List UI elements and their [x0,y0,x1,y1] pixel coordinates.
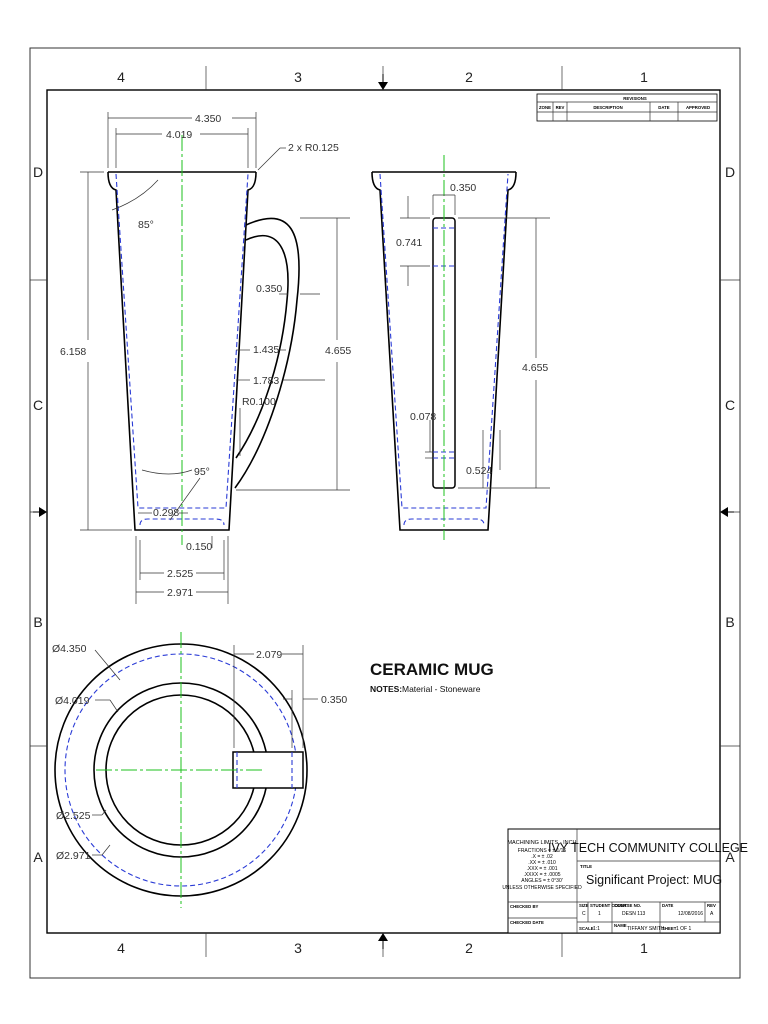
limit-x: .X = ± .02 [531,854,553,860]
dim-side-top-offset: 0.741 [396,237,422,249]
side-view-dimension-lines [400,194,550,489]
zone-col-bottom-2: 3 [294,940,302,956]
checked-date-label: CHECKED DATE [510,920,544,925]
dim-angle-bottom: 95° [194,466,210,478]
dim-handle-thickness: 0.350 [256,283,282,295]
dim-side-handle-width: 0.350 [450,182,476,194]
dim-top-inner-rim: Ø4.019 [55,695,90,707]
dim-top-inner-base: Ø2.525 [56,810,91,822]
dim-height: 6.158 [60,346,86,358]
zone-row-right-c: C [725,397,735,413]
dim-side-bottom-offset: 0.524 [466,465,492,477]
name-value: TIFFANY SMITH [627,926,665,932]
zone-row-left-c: C [33,397,43,413]
limit-xxxx: .XXXX = ± .0005 [523,872,560,878]
zone-row-left-d: D [33,164,43,180]
revisions-title: REVISIONS [623,96,647,101]
size-label: SIZE [579,903,589,908]
title-label: TITLE [580,864,592,869]
scale-label: SCALE [579,926,594,931]
top-view-dimension-lines [92,645,318,856]
centering-arrows [33,74,734,949]
dim-top-outer-base: Ø2.971 [56,850,91,862]
dim-handle-inner: 1.435 [253,344,279,356]
angle-arc-bottom [141,469,193,475]
dim-top-outer: 4.350 [195,113,221,125]
zone-col-top-1: 4 [117,69,125,85]
dim-top-outer-rim: Ø4.350 [52,643,87,655]
zone-row-right-b: B [725,614,734,630]
dim-angle-top: 85° [138,219,154,231]
angle-arc-top [111,179,159,211]
front-view-dimension-lines [80,112,350,604]
zone-col-top-4: 1 [640,69,648,85]
dim-base-wall: 0.298 [153,507,179,519]
dim-top-handle-reach: 2.079 [256,649,282,661]
date-value: 12/08/2016 [678,911,703,917]
handle-inner-curve [235,234,289,459]
student-count-value: 1 [598,911,601,917]
rev-label: REV [707,903,716,908]
checked-by-label: CHECKED BY [510,904,539,909]
zone-col-bottom-3: 2 [465,940,473,956]
drawing-title: Significant Project: MUG [586,873,722,887]
zone-row-left-a: A [33,849,43,865]
side-view: 0.350 0.741 4.655 0.078 0.524 [371,155,550,540]
dim-side-bottom-gap: 0.078 [410,411,436,423]
front-view-hidden-base [139,518,225,526]
name-label: NAME [614,923,627,928]
revisions-header-date: DATE [658,105,670,110]
limit-unless: UNLESS OTHERWISE SPECIFIED [502,885,582,891]
zone-col-bottom-1: 4 [117,940,125,956]
rev-value: A [710,911,714,917]
part-name: CERAMIC MUG [370,660,494,679]
revisions-header-rev: REV [556,105,565,110]
top-view: Ø4.350 Ø4.019 Ø2.525 Ø2.971 2.079 0.350 [52,632,347,908]
zone-row-left-b: B [33,614,42,630]
course-label: COURSE NO. [614,903,641,908]
revisions-header-approved: APPROVED [686,105,710,110]
dim-side-handle-height: 4.655 [522,362,548,374]
dim-fillet: 2 x R0.125 [288,142,339,154]
zone-col-top-2: 3 [294,69,302,85]
zone-row-right-d: D [725,164,735,180]
top-view-handle [232,751,304,789]
inner-border [46,89,721,934]
size-value: C [582,911,586,917]
course-value: DESN 113 [622,911,645,917]
dim-top-handle-width: 0.350 [321,694,347,706]
dim-top-inner: 4.019 [166,129,192,141]
scale-value: 1:1 [593,926,600,932]
date-label: DATE [662,903,674,908]
notes-text: Material - Stoneware [402,684,481,694]
limit-xxx: .XXX = ± .001 [527,866,558,872]
zone-col-top-3: 2 [465,69,473,85]
zone-row-right-a: A [725,849,735,865]
front-view-hidden-inner-wall [115,173,249,509]
revisions-header-description: DESCRIPTION [593,105,622,110]
limit-fractions: FRACTIONS = ± 1/16 [518,848,567,854]
dim-handle-height: 4.655 [325,345,351,357]
dim-bottom-inner: 2.525 [167,568,193,580]
limit-angles: ANGLES = ± 0°30' [521,878,562,884]
handle-outer-curve [234,217,300,489]
limits-title: MACHINING LIMITS - INCH [507,840,576,846]
sheet-label: SHEET [662,926,677,931]
revisions-header-zone: ZONE [539,105,551,110]
zone-col-bottom-4: 1 [640,940,648,956]
title-block: MACHINING LIMITS - INCH FRACTIONS = ± 1/… [502,828,748,934]
dim-handle-radius: R0.100 [242,396,276,408]
school-name: IVY TECH COMMUNITY COLLEGE [548,841,748,855]
notes-label: NOTES: [370,684,402,694]
sheet-value: 1 OF 1 [676,926,692,932]
dim-handle-outer: 1.783 [253,375,279,387]
dim-base-step: 0.150 [186,541,212,553]
revisions-table: REVISIONS ZONE REV DESCRIPTION DATE APPR… [536,93,718,122]
limit-xx: .XX = ± .010 [528,860,556,866]
student-count-label: STUDENT COUNT [590,903,627,908]
dim-bottom-outer: 2.971 [167,587,193,599]
front-view: 4.350 4.019 2 x R0.125 85° 6.158 0.350 1… [60,112,351,604]
